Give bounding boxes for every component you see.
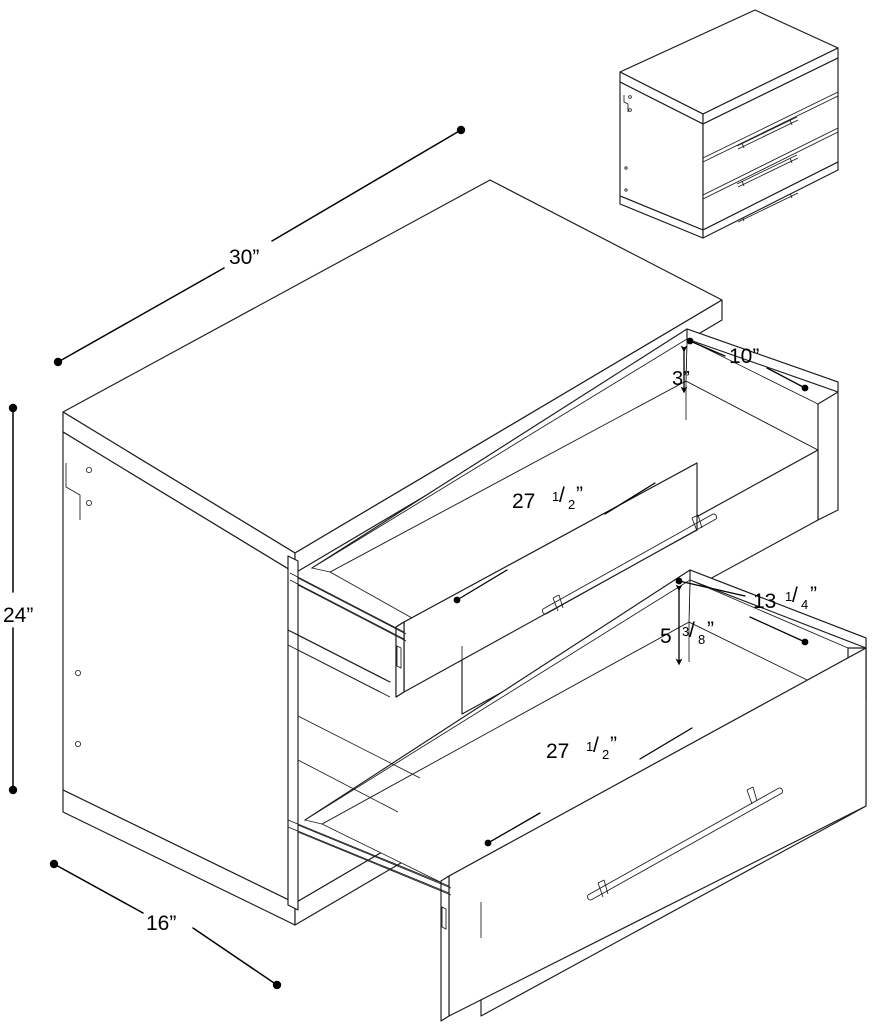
dimension-bottom-drawer-depth: 13 1 / 4 ” <box>675 577 817 646</box>
cam-hole <box>86 499 93 506</box>
svg-text:”: ” <box>576 483 583 506</box>
svg-text:2: 2 <box>602 747 609 762</box>
dim-num-bot-width: 1 <box>586 739 593 754</box>
dimension-label-bottom-drawer-height: 5 3 / 8 ” <box>660 618 714 648</box>
dimension-top-drawer-depth: 10” <box>686 337 809 392</box>
dim-num-top-width: 1 <box>552 489 559 504</box>
dimension-label-bottom-drawer-depth: 13 1 / 4 ” <box>753 583 817 613</box>
thumbnail-handle-middle <box>736 154 799 188</box>
dim-endpoint-dot <box>801 638 809 646</box>
dim-endpoint-dot <box>686 337 694 345</box>
thumbnail-closed-chest <box>619 9 839 239</box>
dim-den-bot-depth: 4 <box>801 597 808 612</box>
dim-endpoint-dot <box>8 403 18 413</box>
svg-text:1: 1 <box>552 489 559 504</box>
dim-whole-bot-height: 5 <box>660 625 672 648</box>
dim-endpoint-dot <box>453 596 461 604</box>
svg-text:/: / <box>593 734 599 757</box>
dim-whole-bot-depth: 13 <box>753 590 776 613</box>
dim-whole-bot-width: 27 <box>546 740 569 763</box>
dimension-label-bottom-drawer-width: 27 1 / 2 ” <box>546 733 617 763</box>
dimension-overall-height: 24” <box>3 403 33 795</box>
dim-endpoint-dot <box>272 980 282 990</box>
cam-hole <box>75 670 82 677</box>
dimension-label-top-drawer-depth: 10” <box>729 345 759 368</box>
top-drawer-handle[interactable] <box>542 513 717 615</box>
cabinet-interior-back <box>297 715 421 813</box>
svg-text:”: ” <box>810 583 817 606</box>
svg-text:4: 4 <box>801 597 808 612</box>
svg-text:27: 27 <box>546 740 569 763</box>
dim-num-bot-depth: 1 <box>785 589 792 604</box>
dimension-overall-depth: 16” <box>49 859 282 990</box>
dim-endpoint-dot <box>49 859 59 869</box>
bottom-drawer-assembly[interactable] <box>287 569 867 1022</box>
dim-den-bot-height: 8 <box>698 632 705 647</box>
top-drawer-assembly[interactable] <box>289 328 839 715</box>
svg-text:27: 27 <box>512 490 535 513</box>
dim-endpoint-dot <box>456 125 466 135</box>
dim-endpoint-dot <box>675 577 683 585</box>
thumbnail-handle-top <box>736 116 799 150</box>
dim-den-top-width: 2 <box>568 497 575 512</box>
svg-text:”: ” <box>707 618 714 641</box>
svg-text:8: 8 <box>698 632 705 647</box>
bottom-drawer-handle[interactable] <box>587 786 783 901</box>
dim-endpoint-dot <box>801 384 809 392</box>
svg-text:/: / <box>559 484 565 507</box>
dimension-overall-width: 30” <box>53 125 466 367</box>
dim-den-bot-width: 2 <box>602 747 609 762</box>
dim-whole-top-width: 27 <box>512 490 535 513</box>
dim-endpoint-dot <box>484 839 492 847</box>
dimension-bottom-drawer-height: 5 3 / 8 ” <box>660 584 714 666</box>
cabinet-front-stile <box>287 555 299 911</box>
dim-endpoint-dot <box>53 357 63 367</box>
dimension-label-top-drawer-height: 3” <box>672 368 690 390</box>
cam-hole <box>86 466 93 473</box>
dimension-label-overall-width: 30” <box>229 246 259 269</box>
svg-text:3: 3 <box>682 624 689 639</box>
dim-endpoint-dot <box>8 785 18 795</box>
dimension-label-overall-depth: 16” <box>146 912 176 935</box>
svg-text:1: 1 <box>785 589 792 604</box>
svg-text:13: 13 <box>753 590 776 613</box>
dimension-top-drawer-height: 3” <box>672 345 690 394</box>
svg-text:1: 1 <box>586 739 593 754</box>
svg-text:”: ” <box>610 733 617 756</box>
cabinet-top-panel <box>62 179 723 574</box>
svg-text:5: 5 <box>660 625 672 648</box>
cam-hole <box>75 741 82 748</box>
dimension-label-overall-height: 24” <box>3 604 33 627</box>
dim-num-bot-height: 3 <box>682 624 689 639</box>
svg-text:2: 2 <box>568 497 575 512</box>
dimension-top-drawer-width: 27 1 / 2 ” <box>453 482 656 604</box>
svg-text:/: / <box>689 619 695 642</box>
dimension-bottom-drawer-width: 27 1 / 2 ” <box>484 727 693 847</box>
dimension-label-top-drawer-width: 27 1 / 2 ” <box>512 483 583 513</box>
cabinet-mid-rail <box>287 629 391 698</box>
svg-text:/: / <box>792 584 798 607</box>
